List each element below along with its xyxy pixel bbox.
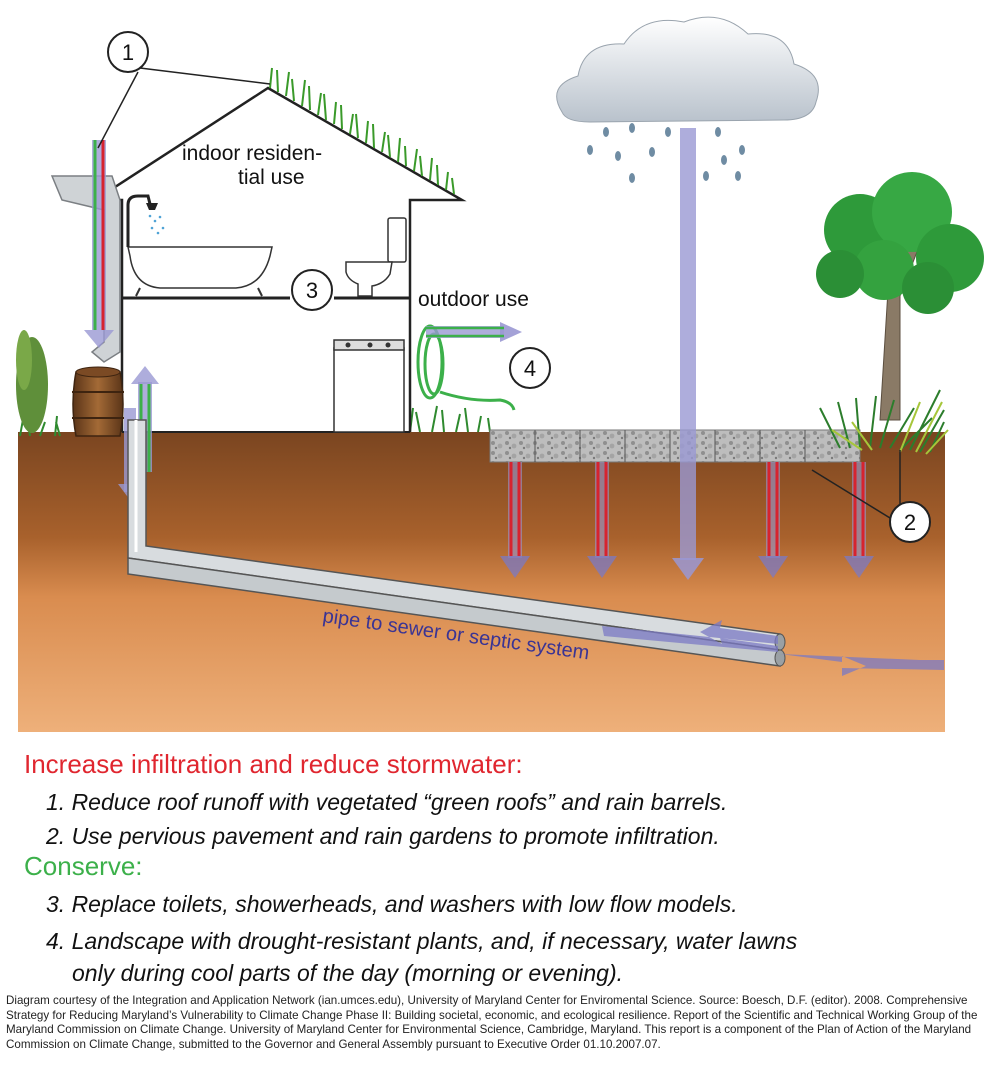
callout-lines: [97, 67, 901, 519]
pervious-pavement: [489, 429, 861, 463]
legend-item-4: 4. Landscape with drought-resistant plan…: [46, 928, 798, 954]
outdoor-use-label: outdoor use: [418, 288, 529, 311]
tree: [816, 172, 984, 421]
legend-item-4-continued: only during cool parts of the day (morni…: [72, 960, 624, 986]
garden-hose: [416, 324, 516, 411]
infiltration-heading: Increase infiltration and reduce stormwa…: [24, 749, 523, 779]
green-roof: [269, 67, 455, 195]
rain-cloud: [556, 16, 819, 183]
marker-2: 2: [889, 501, 931, 543]
marker-2-label: 2: [904, 510, 916, 535]
shower: [126, 194, 165, 247]
marker-4-label: 4: [524, 356, 536, 381]
marker-1-label: 1: [122, 40, 134, 65]
rain-infiltration-arrow: [672, 128, 704, 580]
indoor-use-label-2: tial use: [238, 166, 305, 189]
sewer-flow-arrows: [602, 620, 944, 676]
conserve-heading: Conserve:: [24, 851, 143, 881]
infiltration-arrows: [500, 462, 874, 578]
marker-3: 3: [291, 269, 333, 311]
washing-machine: [333, 339, 405, 433]
source-credit: Diagram courtesy of the Integration and …: [6, 994, 978, 1051]
indoor-use-label: indoor residen-: [182, 142, 322, 165]
rain-barrel: [72, 366, 124, 437]
soil: [18, 432, 945, 732]
marker-4: 4: [509, 347, 551, 389]
roof-runoff-arrow: [84, 140, 114, 348]
toilet: [345, 217, 407, 297]
legend-item-3: 3. Replace toilets, showerheads, and was…: [46, 891, 738, 917]
left-shrub: [16, 330, 48, 433]
legend-item-1: 1. Reduce roof runoff with vegetated “gr…: [46, 789, 728, 815]
stormwater-diagram: 1 2 3 4 indoor residen- tial use outdoor…: [16, 16, 984, 732]
rain-garden-plants: [819, 389, 949, 455]
marker-3-label: 3: [306, 278, 318, 303]
legend-item-2: 2. Use pervious pavement and rain garden…: [46, 823, 720, 849]
outdoor-use-arrow: [426, 322, 522, 342]
bathtub: [127, 246, 273, 297]
marker-1: 1: [107, 31, 149, 73]
downspout: [50, 175, 121, 363]
